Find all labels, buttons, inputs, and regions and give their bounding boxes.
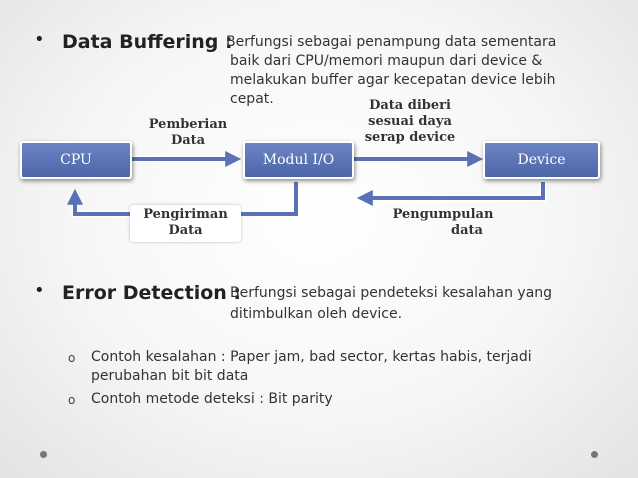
label-pengiriman-line-1: Pengiriman xyxy=(143,207,228,222)
bullet-marker: • xyxy=(34,280,45,301)
data-buffering-line-2: baik dari CPU/memori maupun dari device … xyxy=(230,53,543,69)
label-pengumpulan-line-2: data xyxy=(451,223,483,238)
label-pengumpulan-data: Pengumpulan data xyxy=(386,207,500,239)
arrow-device-to-modul xyxy=(360,182,547,202)
error-detection-line-1: Berfungsi sebagai pendeteksi kesalahan y… xyxy=(230,285,553,301)
decorative-dot-left xyxy=(40,451,47,458)
label-diberi-line-2: sesuai daya xyxy=(368,114,452,129)
error-detection-term: Error Detection : xyxy=(62,282,242,304)
data-buffering-line-4: cepat. xyxy=(230,91,274,107)
subitem-kesalahan-line-2: perubahan bit bit data xyxy=(91,368,249,384)
device-box: Device xyxy=(483,141,600,179)
label-pengumpulan-line-1: Pengumpulan xyxy=(392,207,494,222)
label-pemberian-data: Pemberian Data xyxy=(140,117,236,149)
label-pemberian-line-2: Data xyxy=(170,133,206,148)
modul-io-box: Modul I/O xyxy=(243,141,354,179)
error-detection-line-2: ditimbulkan oleh device. xyxy=(230,306,403,322)
bullet-marker: • xyxy=(34,29,45,50)
error-detection-heading: Error Detection : xyxy=(62,281,241,304)
label-pengiriman-line-2: Data xyxy=(168,223,203,238)
subitem-metode-line-1: Contoh metode deteksi : Bit parity xyxy=(91,391,333,407)
data-buffering-term: Data Buffering : xyxy=(62,31,233,53)
decorative-dot-right xyxy=(591,451,598,458)
label-pemberian-line-1: Pemberian xyxy=(148,117,228,132)
data-buffering-line-1: Berfungsi sebagai penampung data sementa… xyxy=(226,34,557,50)
data-buffering-heading: Data Buffering : xyxy=(62,30,233,53)
label-data-diberi: Data diberi sesuai daya serap device xyxy=(356,98,464,146)
label-pengiriman-data: Pengiriman Data xyxy=(130,205,241,242)
label-diberi-line-1: Data diberi xyxy=(369,98,451,113)
label-diberi-line-3: serap device xyxy=(364,130,456,145)
subitem-kesalahan-line-1: Contoh kesalahan : Paper jam, bad sector… xyxy=(91,349,532,365)
cpu-box: CPU xyxy=(20,141,132,179)
subitem-marker: o xyxy=(68,393,76,407)
data-buffering-line-3: melakukan buffer agar kecepatan device l… xyxy=(230,72,556,88)
subitem-marker: o xyxy=(68,351,76,365)
